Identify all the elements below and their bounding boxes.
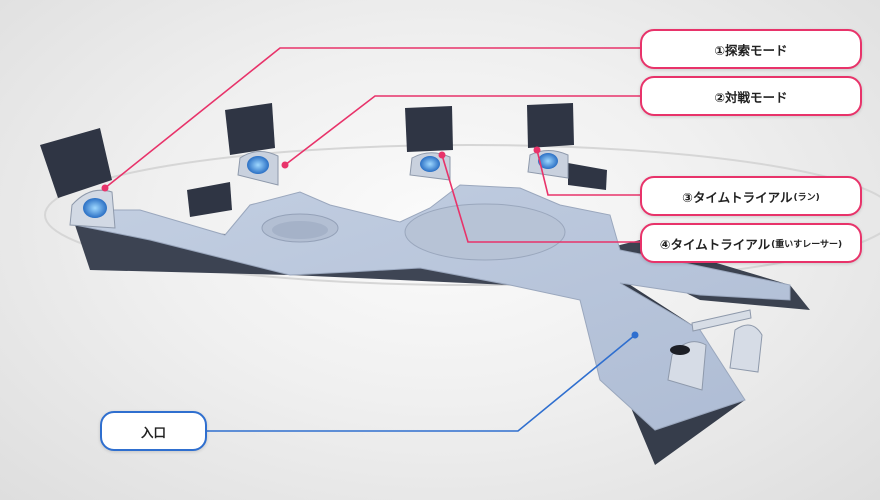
portal-battle xyxy=(247,156,269,174)
callout-battle-mode: ②対戦モード xyxy=(640,76,862,116)
leader-explore-dot xyxy=(101,184,109,192)
portal-racer xyxy=(538,153,558,169)
wall-left-arm xyxy=(75,225,290,275)
leader-entrance xyxy=(205,334,636,432)
callout-time-trial-run: ③タイムトライアル(ラン) xyxy=(640,176,862,216)
callout-racer-subtext: (重いすレーサー) xyxy=(771,239,843,250)
leader-run-dot xyxy=(533,146,541,154)
callout-explore-mode: ①探索モード xyxy=(640,29,862,69)
panel-battle-side xyxy=(187,182,232,217)
leader-explore xyxy=(104,47,640,189)
panel-racer-side xyxy=(568,163,607,190)
platform-top xyxy=(73,184,791,431)
callout-explore-text: ①探索モード xyxy=(714,42,788,58)
entrance-floor-mark xyxy=(670,345,690,355)
callout-run-subtext: (ラン) xyxy=(793,192,820,203)
leader-entrance-dot xyxy=(631,331,639,339)
leader-racer-dot xyxy=(438,151,446,159)
leader-battle xyxy=(284,95,640,166)
portal-explore xyxy=(83,198,107,218)
callout-racer-text: ④タイムトライアル xyxy=(659,236,771,252)
entrance-arch-right xyxy=(729,324,763,373)
panel-battle-main xyxy=(225,103,275,155)
entrance-sign xyxy=(691,309,752,332)
portal-run xyxy=(420,156,440,172)
callout-run-text: ③タイムトライアル xyxy=(682,189,793,205)
center-well-left-inner xyxy=(272,221,328,239)
leader-battle-dot xyxy=(281,161,289,169)
panel-racer-main xyxy=(527,103,574,148)
floor-ring xyxy=(44,144,880,286)
panel-run-main xyxy=(405,106,453,152)
callout-entrance: 入口 xyxy=(100,411,207,451)
leader-racer xyxy=(441,154,640,243)
panel-explore-main xyxy=(40,128,112,198)
callout-time-trial-racer: ④タイムトライアル(重いすレーサー) xyxy=(640,223,862,263)
callout-battle-text: ②対戦モード xyxy=(714,89,788,105)
callout-entrance-text: 入口 xyxy=(140,424,166,440)
center-well-right xyxy=(404,203,566,261)
leader-run xyxy=(536,149,640,196)
